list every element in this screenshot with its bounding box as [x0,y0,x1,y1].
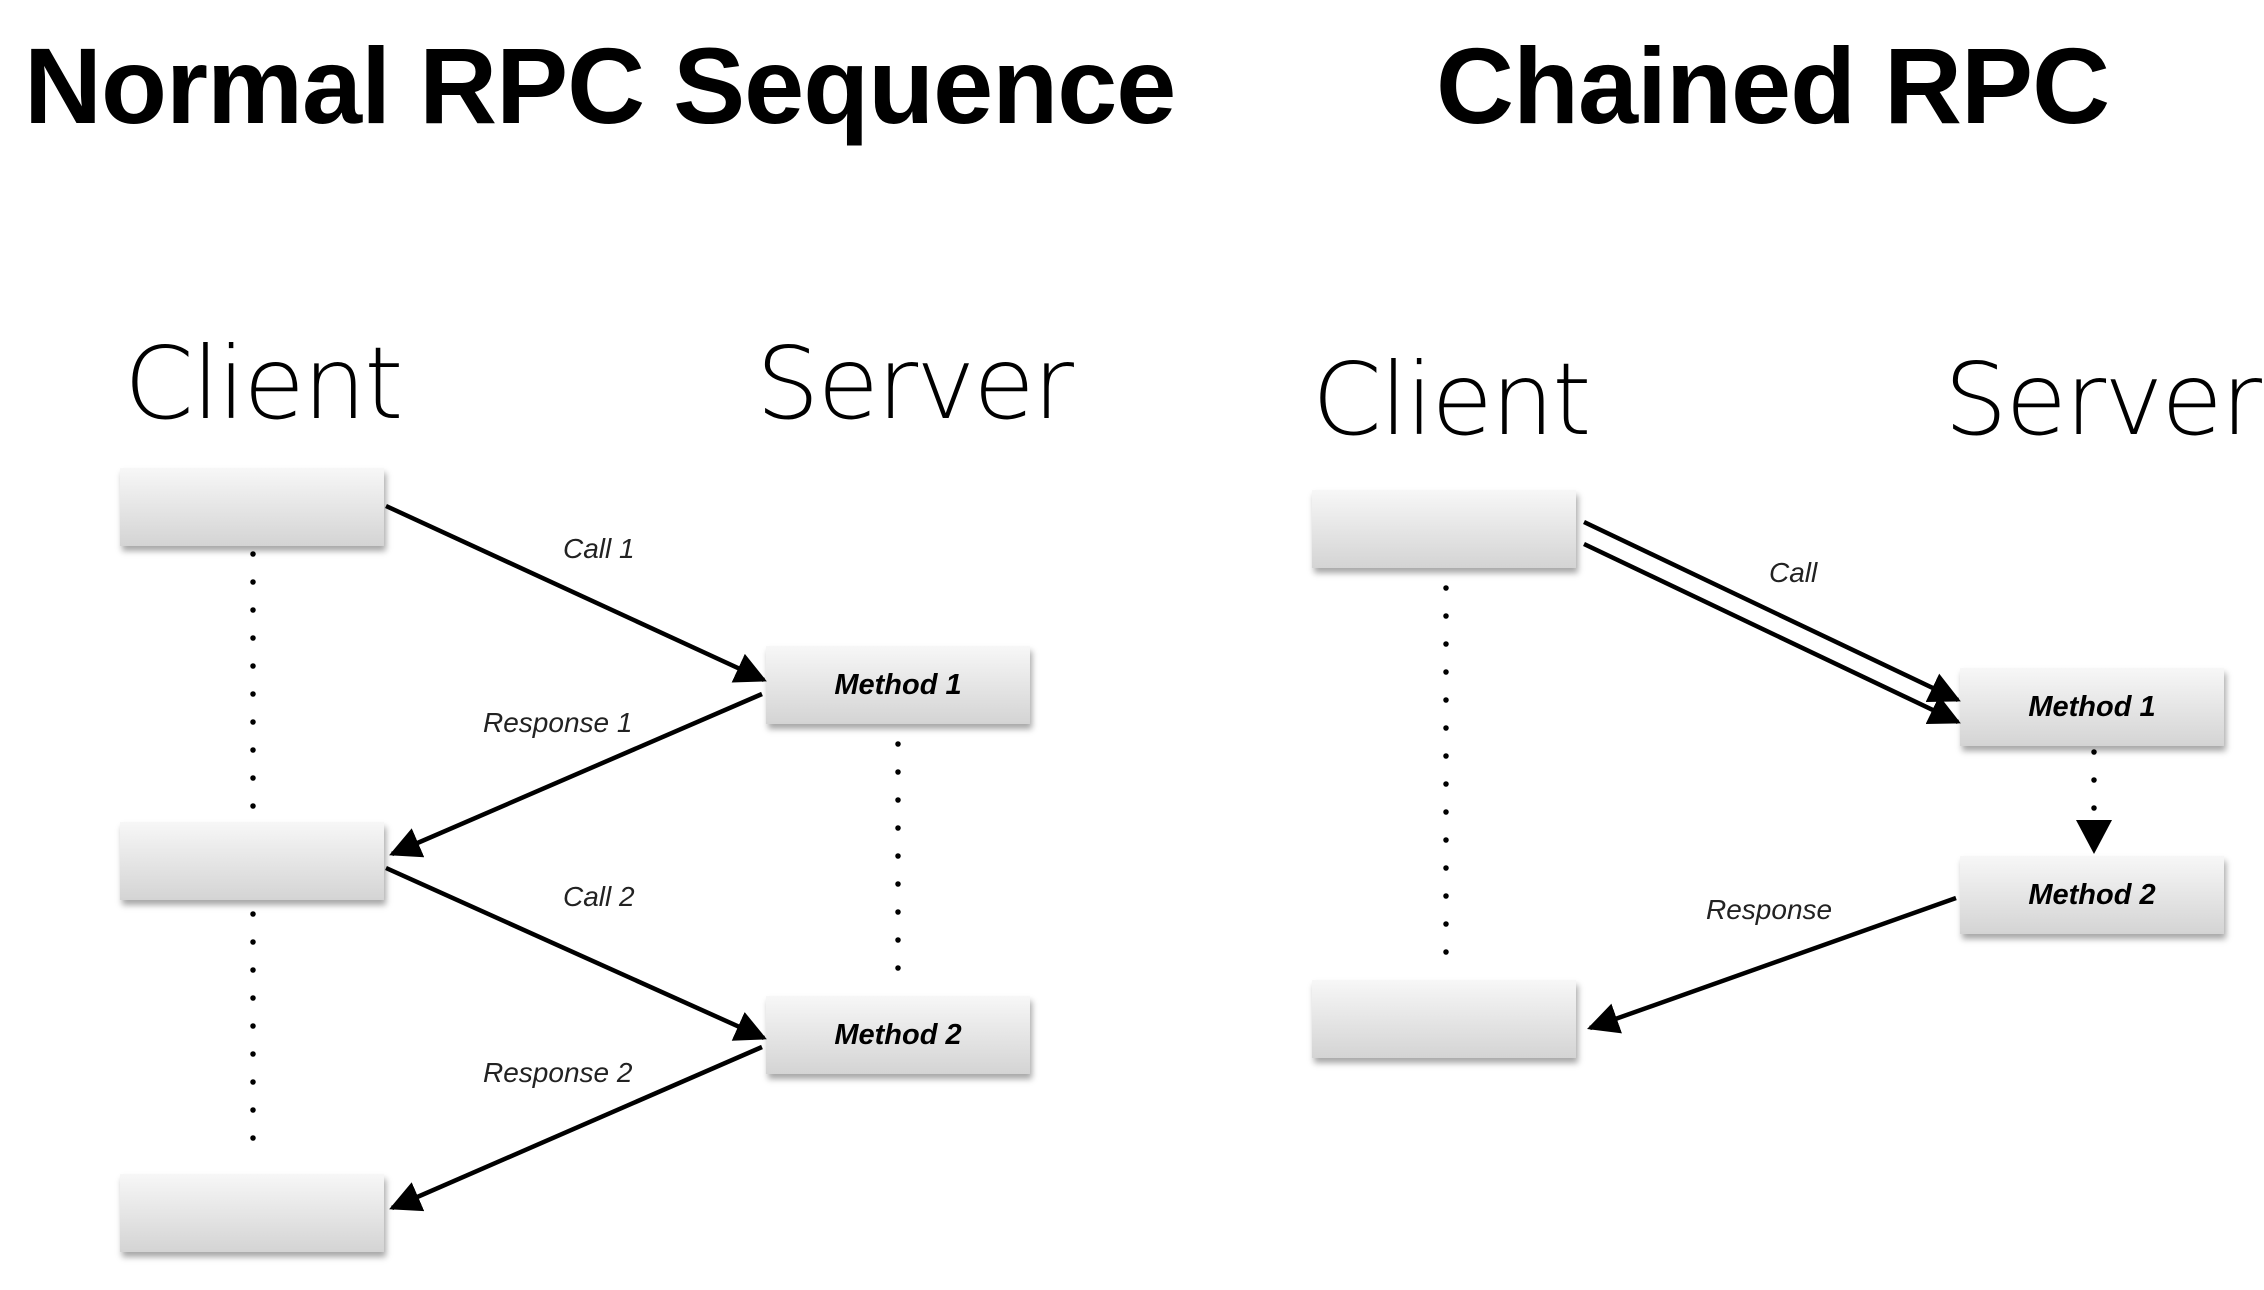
normal-call-2-label: Call 2 [563,881,635,912]
chained-method-1-to-2-arrowhead [2076,820,2112,854]
chained-response-label: Response [1706,894,1833,925]
normal-response-2-arrow [389,1044,763,1212]
normal-rpc-title: Normal RPC Sequence [24,25,1176,146]
normal-response-1-arrow [389,691,763,858]
chained-client-label: Client [1312,341,1592,458]
normal-client-box-2 [120,822,384,900]
chained-rpc-title: Chained RPC [1436,25,2110,146]
normal-client-label: Client [124,325,404,442]
chained-method-2-box: Method 2 [1960,856,2224,934]
chained-server-label: Server [1944,341,2262,458]
normal-call-1-label: Call 1 [563,533,635,564]
chained-response-arrow [1587,895,1957,1034]
normal-method-1-label: Method 1 [834,668,962,701]
normal-call-2-arrow [385,865,767,1041]
chained-call-arrow-1 [1583,519,1961,703]
chained-client-box-1 [1312,490,1576,568]
chained-call-label: Call [1769,557,1818,588]
normal-method-2-label: Method 2 [834,1018,962,1051]
normal-client-box-3 [120,1174,384,1252]
normal-response-1-label: Response 1 [483,707,633,738]
normal-client-box-1 [120,468,384,546]
chained-method-1-label: Method 1 [2028,690,2156,723]
chained-call-arrow-2 [1583,541,1961,725]
normal-call-1-arrow [385,503,767,683]
chained-method-1-box: Method 1 [1960,668,2224,746]
normal-server-label: Server [756,325,1074,442]
normal-method-2-box: Method 2 [766,996,1030,1074]
chained-client-box-2 [1312,980,1576,1058]
chained-method-2-label: Method 2 [2028,878,2156,911]
normal-response-2-label: Response 2 [483,1057,633,1088]
normal-method-1-box: Method 1 [766,646,1030,724]
